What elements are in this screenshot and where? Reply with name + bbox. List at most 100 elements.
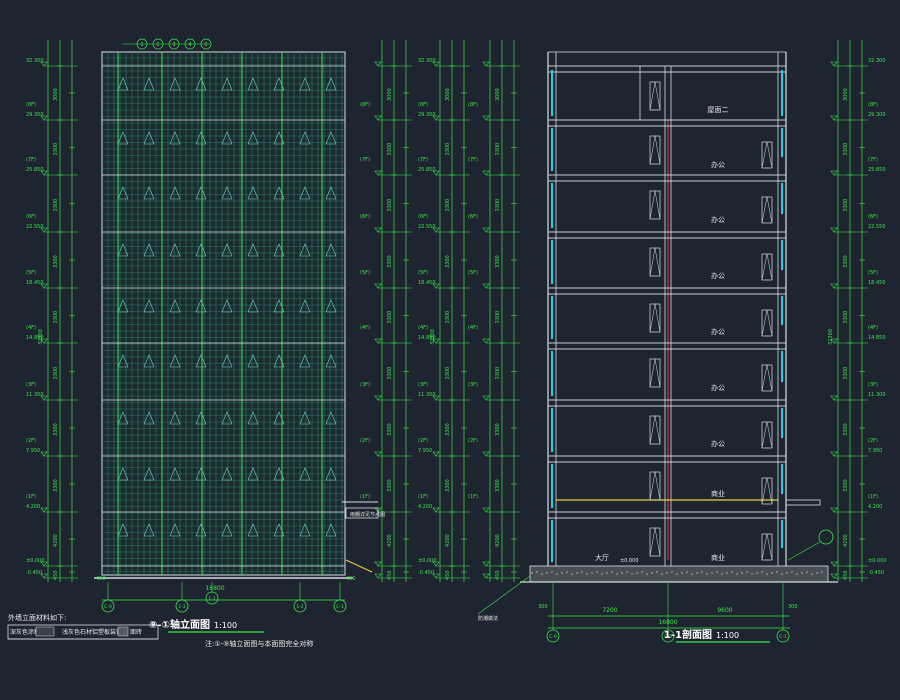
facade-vent-mark — [221, 523, 233, 537]
room-label: 办公 — [711, 271, 725, 280]
level-triangle — [830, 170, 838, 176]
facade-vent-mark — [221, 354, 233, 368]
segment-dimension: 3000 — [843, 88, 849, 101]
level-triangle — [482, 561, 490, 567]
section-door — [649, 527, 661, 557]
level-triangle — [374, 338, 382, 344]
total-height-dimension: 32300 — [38, 329, 44, 345]
facade-vent-mark — [325, 354, 337, 368]
level-value: 18.450 — [26, 280, 44, 286]
facade-vent-mark — [117, 523, 129, 537]
segment-dimension: 4200 — [445, 534, 451, 547]
facade-vent-mark — [299, 523, 311, 537]
section-window — [761, 364, 773, 392]
level-value: ±0.000 — [26, 558, 45, 564]
foundation-gravel — [601, 573, 603, 575]
segment-dimension: 3000 — [495, 88, 501, 101]
level-value: 25.850 — [868, 167, 886, 173]
segment-dimension: 3300 — [53, 143, 59, 156]
foundation-gravel — [701, 571, 703, 573]
foundation-gravel — [681, 572, 683, 574]
floor-tag: (4F) — [360, 325, 370, 331]
door-swing — [649, 303, 661, 333]
segment-dimension: 3300 — [387, 367, 393, 380]
level-value: 22.550 — [418, 224, 436, 230]
window-swing — [761, 196, 773, 224]
floor-tag: (8F) — [26, 102, 36, 108]
floor-tag: (1F) — [468, 494, 478, 500]
segment-dimension: 3000 — [445, 88, 451, 101]
axis-bubble — [205, 591, 219, 605]
level-value: ±0.000 — [868, 558, 887, 564]
level-triangle — [374, 61, 382, 67]
foundation-gravel — [586, 573, 588, 575]
window-swing — [761, 309, 773, 337]
foundation-gravel — [751, 573, 753, 575]
foundation-gravel — [591, 572, 593, 574]
facade-vent-mark — [247, 131, 259, 145]
lobby-level: ±0.000 — [620, 558, 639, 564]
floor-tag: (2F) — [418, 438, 428, 444]
level-triangle — [374, 283, 382, 289]
canopy-note: 雨棚详见节点图 — [350, 511, 385, 518]
segment-dimension: 3300 — [387, 311, 393, 324]
axis-label: C-1 — [779, 634, 787, 640]
level-triangle — [432, 338, 440, 344]
top-axis-label: 2 — [156, 42, 159, 48]
floor-tag: (4F) — [868, 325, 878, 331]
floor-tag: (6F) — [868, 214, 878, 220]
floor-tag: (1F) — [868, 494, 878, 500]
floor-tag: (3F) — [360, 382, 370, 388]
level-value: 22.550 — [26, 224, 44, 230]
segment-dimension: 3300 — [495, 479, 501, 492]
room-label: 屋面二 — [708, 106, 729, 114]
level-triangle — [40, 283, 48, 289]
facade-vent-mark — [169, 131, 181, 145]
facade-vent-mark — [325, 523, 337, 537]
segment-dimension: 3300 — [495, 311, 501, 324]
facade-vent-mark — [299, 77, 311, 91]
section-canopy — [785, 499, 821, 506]
floor-slab — [547, 455, 787, 463]
facade-vent-mark — [169, 523, 181, 537]
floor-tag: (3F) — [868, 382, 878, 388]
level-value: 29.300 — [418, 112, 436, 118]
axis-label: 1-3 — [178, 604, 185, 610]
segment-dimension: 3300 — [387, 143, 393, 156]
axis-bubble — [661, 629, 675, 643]
facade-vent-mark — [273, 411, 285, 425]
level-value: 4.200 — [868, 504, 882, 510]
segment-dimension: 450 — [495, 570, 501, 580]
section-side-dim-left: 300 — [538, 604, 548, 610]
floor-slab — [547, 65, 787, 73]
foundation-gravel — [741, 572, 743, 574]
facade-vent-mark — [169, 467, 181, 481]
segment-dimension: 3300 — [495, 367, 501, 380]
axis-bubble — [546, 629, 560, 643]
facade-vent-mark — [195, 299, 207, 313]
legend-row2-label: 面砖 — [130, 628, 142, 636]
facade-vent-mark — [221, 411, 233, 425]
level-triangle — [830, 227, 838, 233]
floor-tag: (2F) — [360, 438, 370, 444]
level-value: 25.850 — [26, 167, 44, 173]
segment-dimension: 3300 — [445, 367, 451, 380]
axis-bubble — [333, 599, 347, 613]
section-door — [649, 303, 661, 333]
facade-vent-mark — [247, 186, 259, 200]
facade-vent-mark — [325, 411, 337, 425]
segment-dimension: 450 — [387, 570, 393, 580]
top-axis-label: 3 — [172, 42, 175, 48]
level-triangle — [432, 170, 440, 176]
facade-vent-mark — [299, 411, 311, 425]
level-value: 14.850 — [26, 335, 44, 341]
segment-dimension: 3300 — [843, 199, 849, 212]
level-value: 32.300 — [26, 58, 44, 64]
facade-vent-mark — [117, 299, 129, 313]
section-window — [761, 309, 773, 337]
foundation-gravel — [746, 571, 748, 573]
facade-vent-mark — [247, 467, 259, 481]
foundation-gravel — [781, 573, 783, 575]
